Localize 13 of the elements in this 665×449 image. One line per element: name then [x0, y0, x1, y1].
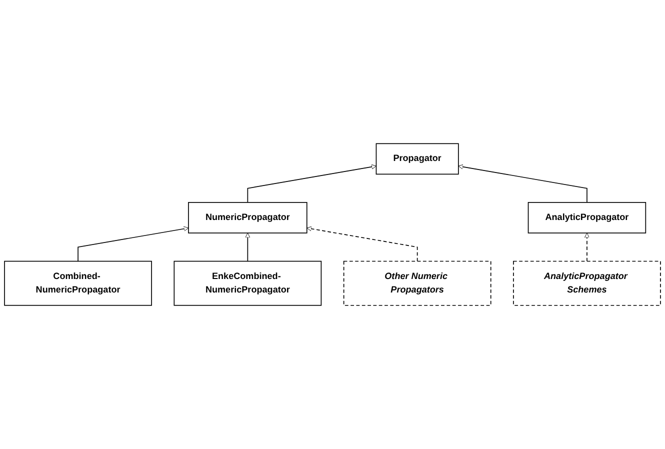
arrow [245, 232, 250, 262]
arrow [247, 164, 376, 203]
node-box: AnalyticPropagator [528, 202, 646, 234]
arrow [458, 164, 588, 203]
arrow [306, 226, 418, 262]
arrow [78, 226, 189, 262]
node-box: EnkeCombined- NumericPropagator [174, 260, 322, 306]
node-box: AnalyticPropagator Schemes [513, 260, 661, 306]
node-box: Other Numeric Propagators [343, 260, 492, 306]
node-box: Propagator [376, 143, 459, 175]
node-box: NumericPropagator [188, 202, 308, 234]
arrow [584, 232, 590, 262]
node-box: Combined- NumericPropagator [4, 260, 152, 306]
